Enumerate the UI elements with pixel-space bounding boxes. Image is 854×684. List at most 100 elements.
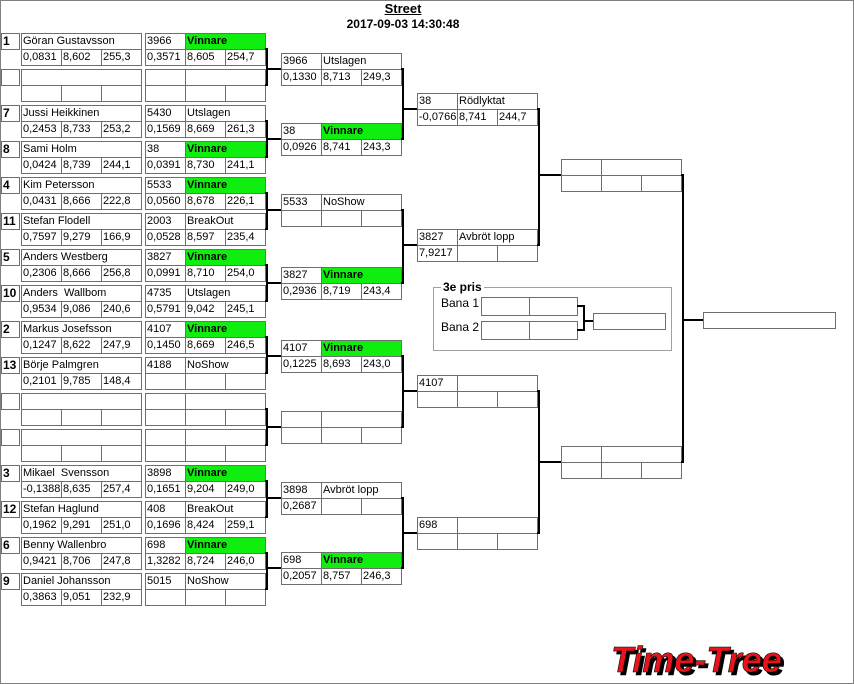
reaction-time[interactable]: 0,1330 <box>281 69 322 86</box>
reaction-time[interactable]: 0,1569 <box>145 121 186 138</box>
speed[interactable] <box>101 85 142 102</box>
speed[interactable] <box>225 589 266 606</box>
speed[interactable]: 241,1 <box>225 157 266 174</box>
result-status[interactable]: Vinnare <box>321 340 402 357</box>
elapsed-time[interactable]: 9,051 <box>61 589 102 606</box>
speed[interactable] <box>497 533 538 550</box>
car-number[interactable] <box>145 429 186 446</box>
elapsed-time[interactable] <box>601 175 642 192</box>
result-status[interactable]: Vinnare <box>185 537 266 554</box>
speed[interactable]: 226,1 <box>225 193 266 210</box>
reaction-time[interactable] <box>21 445 62 462</box>
speed[interactable]: 166,9 <box>101 229 142 246</box>
speed[interactable] <box>101 445 142 462</box>
car-number[interactable]: 5533 <box>281 194 322 211</box>
driver-name[interactable]: Daniel Johansson <box>21 573 142 590</box>
elapsed-time[interactable]: 8,724 <box>185 553 226 570</box>
elapsed-time[interactable]: 8,635 <box>61 481 102 498</box>
third-result[interactable] <box>593 313 666 330</box>
seed-number[interactable]: 11 <box>1 213 20 230</box>
result-status[interactable]: Vinnare <box>185 33 266 50</box>
speed[interactable] <box>497 391 538 408</box>
result-status[interactable] <box>185 393 266 410</box>
result-status[interactable]: Utslagen <box>185 105 266 122</box>
car-number[interactable] <box>561 159 602 176</box>
elapsed-time[interactable] <box>61 85 102 102</box>
reaction-time[interactable]: 0,0560 <box>145 193 186 210</box>
result-status[interactable] <box>457 517 538 534</box>
car-number[interactable]: 3966 <box>145 33 186 50</box>
elapsed-time[interactable]: 8,693 <box>321 356 362 373</box>
elapsed-time[interactable]: 9,204 <box>185 481 226 498</box>
result-status[interactable] <box>457 375 538 392</box>
reaction-time[interactable]: 0,2453 <box>21 121 62 138</box>
driver-name[interactable]: Stefan Haglund <box>21 501 142 518</box>
seed-number[interactable]: 9 <box>1 573 20 590</box>
speed[interactable]: 247,9 <box>101 337 142 354</box>
reaction-time[interactable]: 0,0926 <box>281 139 322 156</box>
speed[interactable]: 243,3 <box>361 139 402 156</box>
seed-number[interactable]: 10 <box>1 285 20 302</box>
car-number[interactable]: 38 <box>417 93 458 110</box>
elapsed-time[interactable]: 8,669 <box>185 337 226 354</box>
speed[interactable]: 259,1 <box>225 517 266 534</box>
elapsed-time[interactable]: 8,757 <box>321 568 362 585</box>
elapsed-time[interactable]: 8,669 <box>185 121 226 138</box>
driver-name[interactable] <box>21 429 142 446</box>
seed-number[interactable]: 1 <box>1 33 20 50</box>
seed-number[interactable]: 8 <box>1 141 20 158</box>
elapsed-time[interactable] <box>457 391 498 408</box>
result-status[interactable] <box>601 446 682 463</box>
result-status[interactable]: NoShow <box>185 573 266 590</box>
result-status[interactable]: BreakOut <box>185 213 266 230</box>
result-status[interactable]: Avbröt lopp <box>321 482 402 499</box>
speed[interactable]: 257,4 <box>101 481 142 498</box>
speed[interactable] <box>225 409 266 426</box>
speed[interactable]: 243,4 <box>361 283 402 300</box>
third-lane1-a[interactable] <box>481 297 530 316</box>
speed[interactable] <box>361 427 402 444</box>
elapsed-time[interactable]: 8,719 <box>321 283 362 300</box>
result-status[interactable] <box>185 69 266 86</box>
reaction-time[interactable]: 0,3571 <box>145 49 186 66</box>
car-number[interactable]: 3898 <box>281 482 322 499</box>
reaction-time[interactable]: -0,1388 <box>21 481 62 498</box>
elapsed-time[interactable] <box>61 445 102 462</box>
elapsed-time[interactable]: 8,666 <box>61 265 102 282</box>
result-status[interactable]: BreakOut <box>185 501 266 518</box>
reaction-time[interactable]: 0,2101 <box>21 373 62 390</box>
elapsed-time[interactable]: 8,597 <box>185 229 226 246</box>
reaction-time[interactable]: 0,3863 <box>21 589 62 606</box>
elapsed-time[interactable]: 9,291 <box>61 517 102 534</box>
elapsed-time[interactable] <box>61 409 102 426</box>
result-status[interactable]: Utslagen <box>321 53 402 70</box>
elapsed-time[interactable]: 8,706 <box>61 553 102 570</box>
result-status[interactable]: Vinnare <box>321 552 402 569</box>
car-number[interactable]: 4188 <box>145 357 186 374</box>
car-number[interactable]: 4107 <box>281 340 322 357</box>
speed[interactable] <box>497 245 538 262</box>
elapsed-time[interactable]: 8,622 <box>61 337 102 354</box>
reaction-time[interactable]: 0,7597 <box>21 229 62 246</box>
elapsed-time[interactable]: 8,713 <box>321 69 362 86</box>
elapsed-time[interactable] <box>321 498 362 515</box>
reaction-time[interactable] <box>561 175 602 192</box>
reaction-time[interactable] <box>145 445 186 462</box>
speed[interactable]: 251,0 <box>101 517 142 534</box>
seed-number[interactable]: 12 <box>1 501 20 518</box>
elapsed-time[interactable] <box>185 373 226 390</box>
speed[interactable]: 255,3 <box>101 49 142 66</box>
reaction-time[interactable]: 0,0991 <box>145 265 186 282</box>
car-number[interactable] <box>145 393 186 410</box>
car-number[interactable]: 4735 <box>145 285 186 302</box>
elapsed-time[interactable]: 8,730 <box>185 157 226 174</box>
speed[interactable]: 244,7 <box>497 109 538 126</box>
elapsed-time[interactable]: 8,741 <box>457 109 498 126</box>
result-status[interactable]: Vinnare <box>185 465 266 482</box>
third-lane2-b[interactable] <box>529 321 578 340</box>
elapsed-time[interactable] <box>185 589 226 606</box>
elapsed-time[interactable] <box>457 533 498 550</box>
driver-name[interactable]: Benny Wallenbro <box>21 537 142 554</box>
result-status[interactable]: Vinnare <box>185 321 266 338</box>
car-number[interactable]: 698 <box>417 517 458 534</box>
